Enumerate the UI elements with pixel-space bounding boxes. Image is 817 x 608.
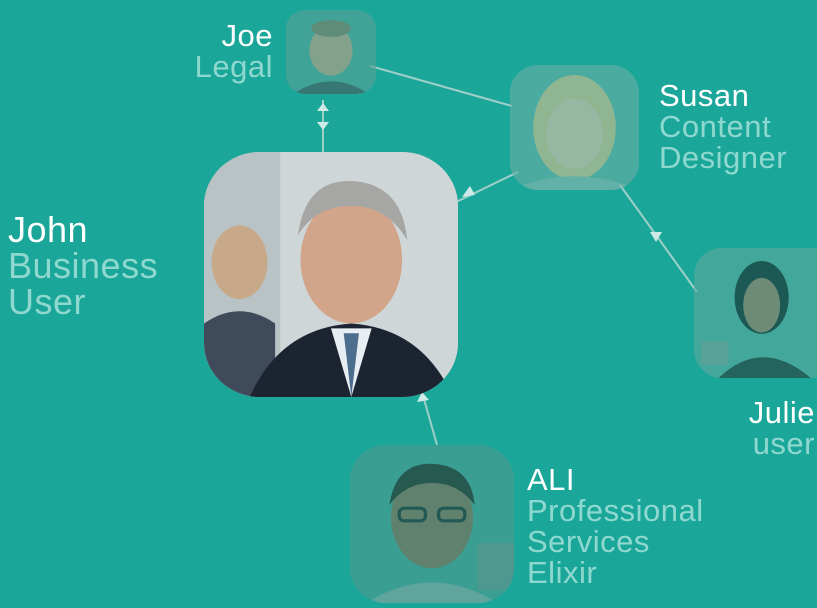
role-ali-line-2: Services bbox=[527, 524, 650, 559]
name-ali: ALI bbox=[527, 462, 576, 497]
name-julie: Julie bbox=[748, 395, 815, 430]
name-susan: Susan bbox=[659, 78, 750, 113]
connector-susan-julie bbox=[619, 184, 698, 293]
label-susan: Susan Content Designer bbox=[659, 80, 787, 173]
person-silhouette-icon bbox=[510, 65, 639, 190]
label-john: John Business User bbox=[8, 212, 158, 320]
person-silhouette-icon bbox=[694, 248, 817, 378]
avatar-susan[interactable] bbox=[510, 65, 639, 190]
avatar-julie[interactable] bbox=[694, 248, 817, 378]
avatar-joe[interactable] bbox=[286, 10, 376, 94]
label-ali: ALI Professional Services Elixir bbox=[527, 464, 704, 588]
role-joe-line-1: Legal bbox=[194, 49, 273, 84]
person-silhouette-icon bbox=[286, 10, 376, 94]
name-john: John bbox=[8, 209, 89, 250]
person-silhouette-icon bbox=[350, 445, 514, 603]
connector-susan-john bbox=[451, 171, 519, 205]
name-joe: Joe bbox=[221, 18, 273, 53]
connector-joe-susan bbox=[369, 65, 513, 107]
person-photo-icon bbox=[204, 152, 458, 397]
connector-arrow-up-joe bbox=[317, 103, 329, 111]
role-john-line-1: Business bbox=[8, 245, 159, 286]
label-julie: Julie user bbox=[749, 397, 815, 459]
role-ali-line-3: Elixir bbox=[527, 555, 598, 590]
connector-arrow-down-john bbox=[317, 122, 329, 130]
role-ali-line-1: Professional bbox=[527, 493, 704, 528]
connector-ali-john bbox=[421, 391, 438, 446]
connector-arrow-john-from-susan bbox=[462, 186, 475, 197]
avatar-john[interactable] bbox=[204, 152, 458, 397]
connector-arrow-john-from-ali bbox=[417, 392, 429, 402]
role-julie-line-1: user bbox=[752, 426, 815, 461]
avatar-ali[interactable] bbox=[350, 445, 514, 603]
label-joe: Joe Legal bbox=[195, 20, 273, 82]
role-john-line-2: User bbox=[8, 281, 87, 322]
role-susan-line-2: Designer bbox=[659, 140, 788, 175]
role-susan-line-1: Content bbox=[659, 109, 772, 144]
connector-arrow-to-julie bbox=[650, 232, 662, 242]
